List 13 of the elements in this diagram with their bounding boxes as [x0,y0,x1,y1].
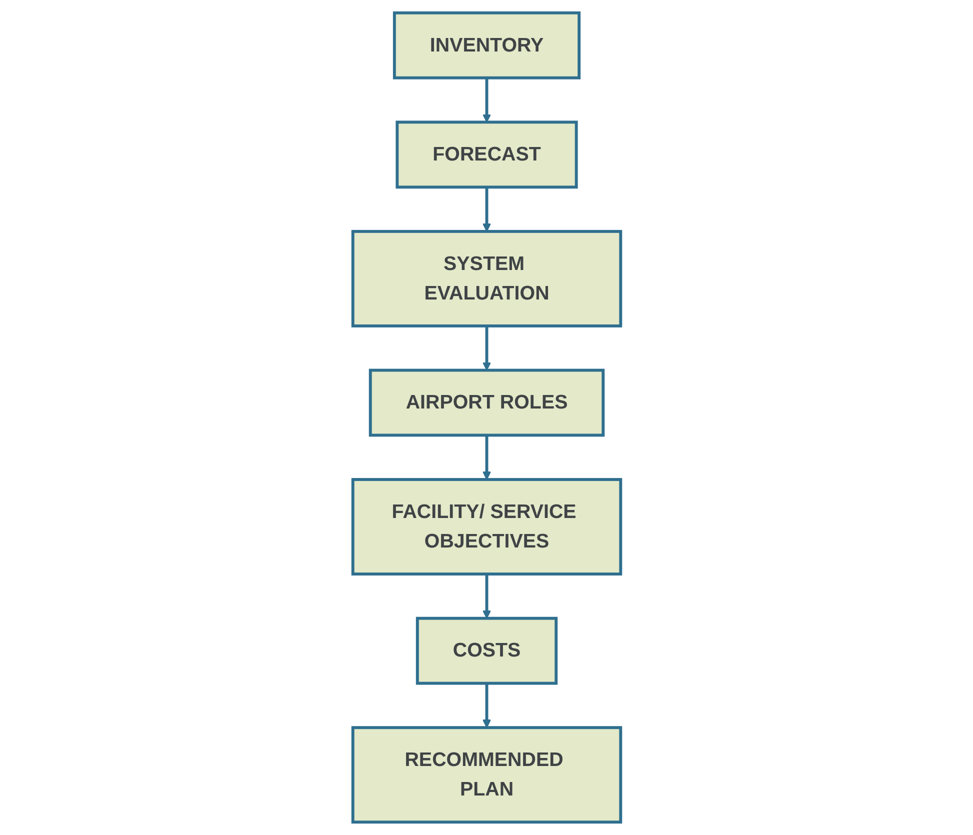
arrow [482,683,491,728]
node-box: SYSTEM EVALUATION [351,230,622,328]
arrow [482,326,491,371]
node-box: INVENTORY [392,11,580,80]
node-box: FORECAST [395,120,578,189]
node-box: AIRPORT ROLES [368,368,604,437]
arrow [482,435,491,480]
node-box: RECOMMENDED PLAN [351,726,622,824]
arrow [482,187,491,232]
arrow [482,574,491,619]
node-box: FACILITY/ SERVICE OBJECTIVES [351,478,622,576]
arrow [482,78,491,123]
node-box: COSTS [416,616,558,685]
